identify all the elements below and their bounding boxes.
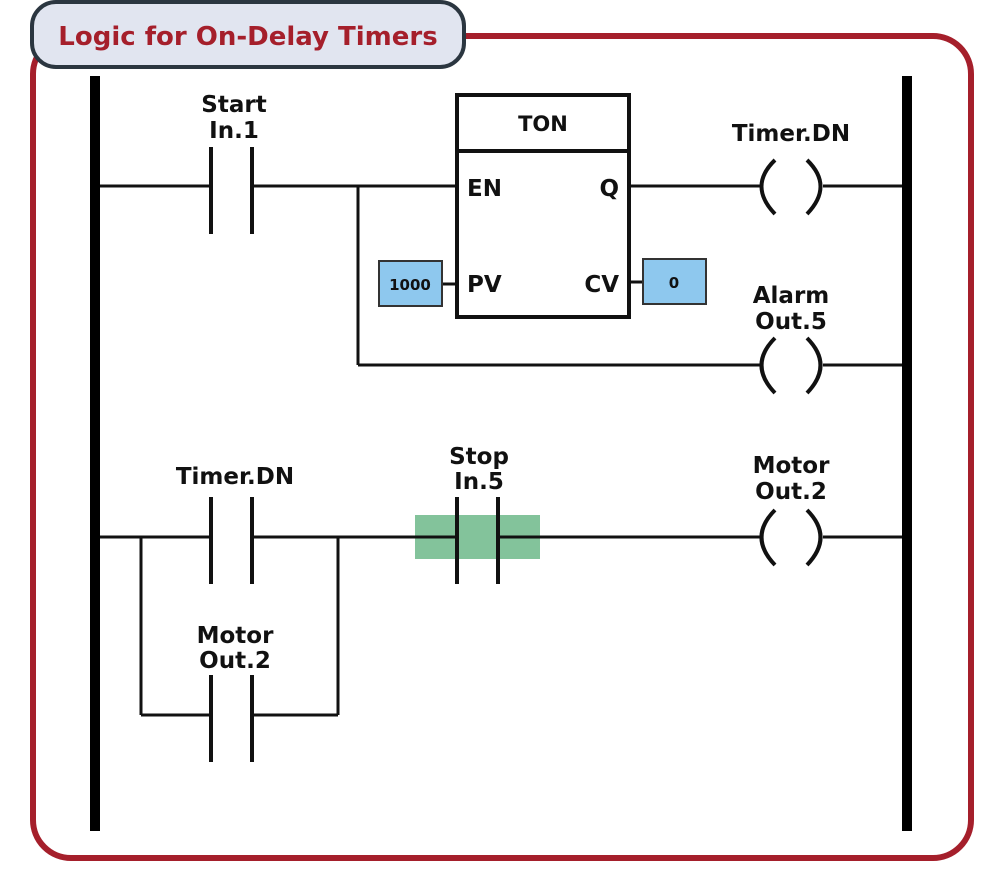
contact-label: Start xyxy=(201,92,266,118)
current-value: 0 xyxy=(669,274,679,292)
preset-value: 1000 xyxy=(389,276,431,294)
coil-right-arc xyxy=(805,336,823,395)
coil-right-arc xyxy=(805,508,823,567)
contact-label: Motor xyxy=(197,623,274,649)
coil-address: Out.5 xyxy=(755,309,827,335)
timer-dn-contact[interactable]: Timer.DN xyxy=(176,464,294,584)
coil-label: Timer.DN xyxy=(732,121,850,147)
stop-contact[interactable]: Stop In.5 xyxy=(449,444,509,584)
motor-seal-in-contact[interactable]: Motor Out.2 xyxy=(197,623,274,762)
contact-label: Timer.DN xyxy=(176,464,294,490)
pin-en: EN xyxy=(467,176,502,202)
coil-left-arc xyxy=(759,158,777,216)
coil-label: Alarm xyxy=(753,283,830,309)
current-value-box[interactable]: 0 xyxy=(642,258,707,305)
coil-right-arc xyxy=(805,158,823,216)
contact-address: In.5 xyxy=(454,469,504,495)
contact-address: In.1 xyxy=(209,118,259,144)
contact-address: Out.2 xyxy=(199,648,271,674)
pin-pv: PV xyxy=(467,272,502,298)
ton-timer-block[interactable]: TON EN Q PV CV xyxy=(455,93,631,319)
motor-coil[interactable]: Motor Out.2 xyxy=(753,453,830,567)
coil-label: Motor xyxy=(753,453,830,479)
pin-q: Q xyxy=(599,176,619,202)
rung-2: Timer.DN Motor Out.2 Stop In.5 Motor Out… xyxy=(100,444,902,762)
pin-cv: CV xyxy=(584,272,619,298)
rung-1: Start In.1 TON EN Q PV CV 1000 0 xyxy=(100,92,902,395)
coil-left-arc xyxy=(759,508,777,567)
preset-value-box[interactable]: 1000 xyxy=(378,260,443,307)
contact-label: Stop xyxy=(449,444,509,470)
title-tab: Logic for On-Delay Timers xyxy=(30,0,466,69)
coil-left-arc xyxy=(759,336,777,395)
coil-address: Out.2 xyxy=(755,479,827,505)
alarm-coil[interactable]: Alarm Out.5 xyxy=(753,283,830,395)
page-title: Logic for On-Delay Timers xyxy=(58,22,437,52)
timer-dn-coil[interactable]: Timer.DN xyxy=(732,121,850,216)
start-contact[interactable]: Start In.1 xyxy=(201,92,267,234)
diagram-frame xyxy=(30,33,974,861)
timer-type: TON xyxy=(518,112,568,136)
